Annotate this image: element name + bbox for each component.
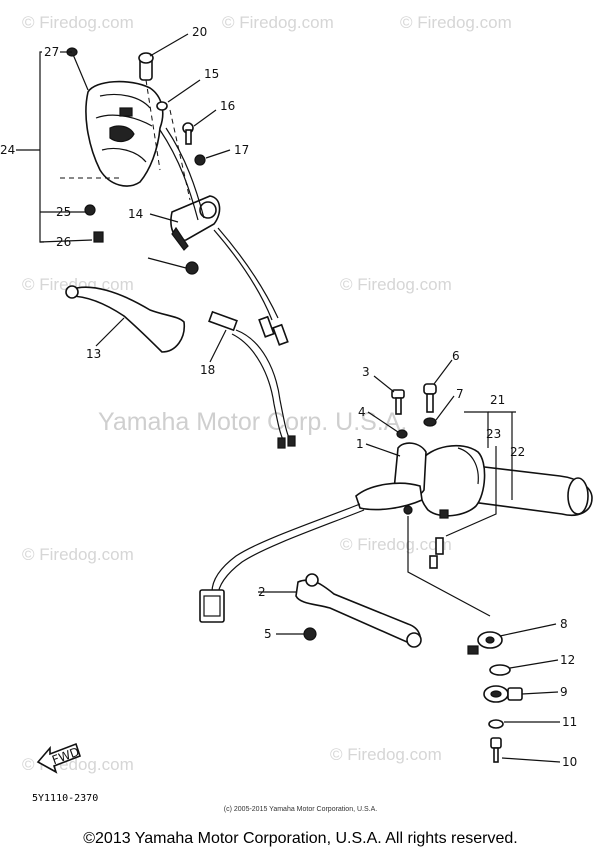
part-label-25: 25: [56, 205, 71, 219]
part-label-12: 12: [560, 653, 575, 667]
copyright-notice: ©2013 Yamaha Motor Corporation, U.S.A. A…: [83, 830, 518, 847]
part-label-10: 10: [562, 755, 577, 769]
upper-switch-assembly: [60, 47, 296, 449]
part-label-13: 13: [86, 347, 101, 361]
part-label-16: 15: [204, 67, 219, 81]
part-label-15: 18: [200, 363, 215, 377]
diagram-code: 5Y1110-2370: [32, 793, 99, 804]
small-copyright: (c) 2005-2015 Yamaha Motor Corporation, …: [223, 806, 378, 813]
part-label-1: 1: [356, 437, 364, 451]
part-label-5: 5: [264, 627, 272, 641]
watermark-center: Yamaha Motor Corp. U.S.A.: [98, 408, 407, 436]
watermark-site: © Firedog.com: [22, 13, 134, 32]
part-label-22: 22: [510, 445, 525, 459]
part-label-6: 6: [452, 349, 460, 363]
watermark-site: © Firedog.com: [222, 13, 334, 32]
part-label-4: 4: [358, 405, 366, 419]
part-label-7: 7: [456, 387, 464, 401]
watermark-site: © Firedog.com: [22, 275, 134, 294]
part-label-26: 26: [56, 235, 71, 249]
leader-lines: [16, 33, 561, 763]
part-label-9: 9: [560, 685, 568, 699]
part-label-11: 11: [562, 715, 577, 729]
part-label-23: 23: [486, 427, 501, 441]
watermark-site: © Firedog.com: [22, 545, 134, 564]
watermark-site: © Firedog.com: [330, 745, 442, 764]
part-label-21: 21: [490, 393, 505, 407]
part-label-14: 14: [128, 207, 143, 221]
watermark-site: © Firedog.com: [400, 13, 512, 32]
lower-lever-assembly: [199, 383, 593, 763]
part-label-27: 27: [44, 45, 59, 59]
part-number-labels: 20 27 15 16 24 17 25 14 26 13 18 3 6 7 2…: [0, 25, 577, 769]
part-label-17: 16: [220, 99, 235, 113]
part-label-3: 3: [362, 365, 370, 379]
part-label-2: 2: [258, 585, 266, 599]
part-label-20: 20: [192, 25, 207, 39]
part-label-18: 17: [234, 143, 249, 157]
part-label-8: 8: [560, 617, 568, 631]
watermark-site: © Firedog.com: [340, 535, 452, 554]
part-label-24: 24: [0, 143, 15, 157]
watermark-site: © Firedog.com: [340, 275, 452, 294]
